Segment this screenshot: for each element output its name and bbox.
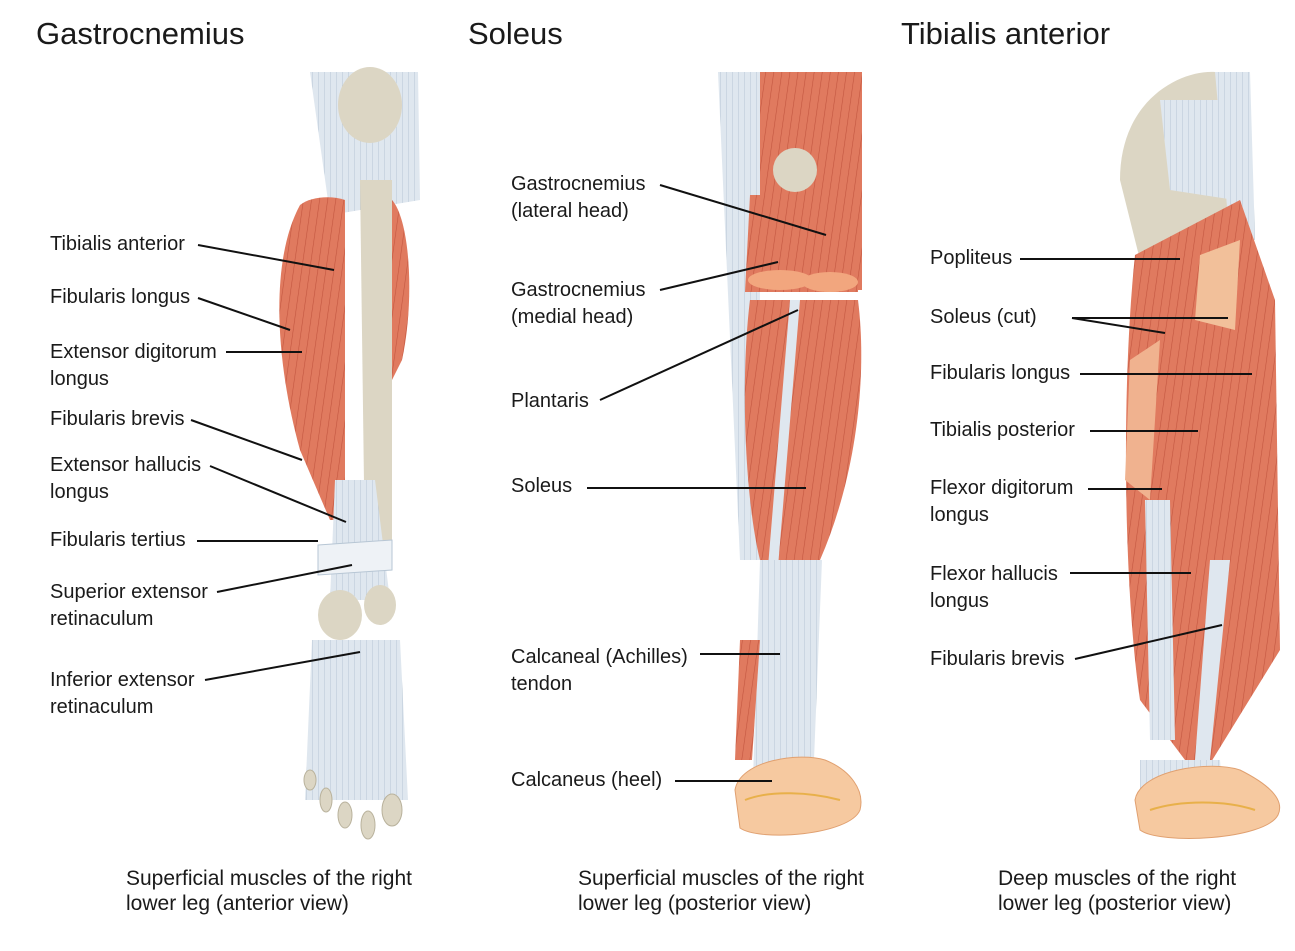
caption-posterior-deep: Deep muscles of the right lower leg (pos… bbox=[998, 867, 1237, 915]
label-fibularis-brevis-deep: Fibularis brevis bbox=[930, 648, 1065, 670]
leg-posterior-superficial-view bbox=[718, 72, 862, 836]
leg-anterior-view bbox=[279, 67, 420, 840]
label-calcaneus: Calcaneus (heel) bbox=[511, 769, 663, 791]
label-tibialis-anterior: Tibialis anterior bbox=[50, 233, 185, 255]
label-popliteus: Popliteus bbox=[930, 247, 1013, 269]
label-inferior-extensor-retinaculum: Inferior extensor retinaculum bbox=[50, 669, 195, 718]
label-calcaneal-tendon: Calcaneal (Achilles) tendon bbox=[511, 646, 688, 695]
label-flexor-digitorum-longus: Flexor digitorum longus bbox=[930, 477, 1074, 526]
label-fibularis-brevis: Fibularis brevis bbox=[50, 408, 185, 430]
caption-posterior-superficial: Superficial muscles of the right lower l… bbox=[578, 867, 864, 915]
panel-title-3: Tibialis anterior bbox=[901, 16, 1111, 51]
label-fibularis-tertius: Fibularis tertius bbox=[50, 529, 186, 551]
label-fibularis-longus-deep: Fibularis longus bbox=[930, 362, 1071, 384]
label-gastrocnemius-medial-head: Gastrocnemius (medial head) bbox=[511, 279, 646, 328]
label-extensor-digitorum-longus: Extensor digitorum longus bbox=[50, 341, 217, 390]
label-soleus: Soleus bbox=[511, 475, 573, 497]
caption-anterior-view: Superficial muscles of the right lower l… bbox=[126, 867, 412, 915]
label-tibialis-posterior: Tibialis posterior bbox=[930, 419, 1075, 441]
label-flexor-hallucis-longus: Flexor hallucis longus bbox=[930, 563, 1058, 612]
label-soleus-cut: Soleus (cut) bbox=[930, 306, 1037, 328]
label-plantaris: Plantaris bbox=[511, 390, 589, 412]
label-extensor-hallucis-longus: Extensor hallucis longus bbox=[50, 454, 202, 503]
label-fibularis-longus: Fibularis longus bbox=[50, 286, 191, 308]
label-superior-extensor-retinaculum: Superior extensor retinaculum bbox=[50, 581, 208, 630]
panel-title-2: Soleus bbox=[468, 16, 563, 51]
leg-posterior-deep-view bbox=[1120, 71, 1281, 839]
label-gastrocnemius-lateral-head: Gastrocnemius (lateral head) bbox=[511, 173, 646, 222]
panel-title-1: Gastrocnemius bbox=[36, 16, 245, 51]
leader-lines bbox=[190, 184, 1252, 782]
